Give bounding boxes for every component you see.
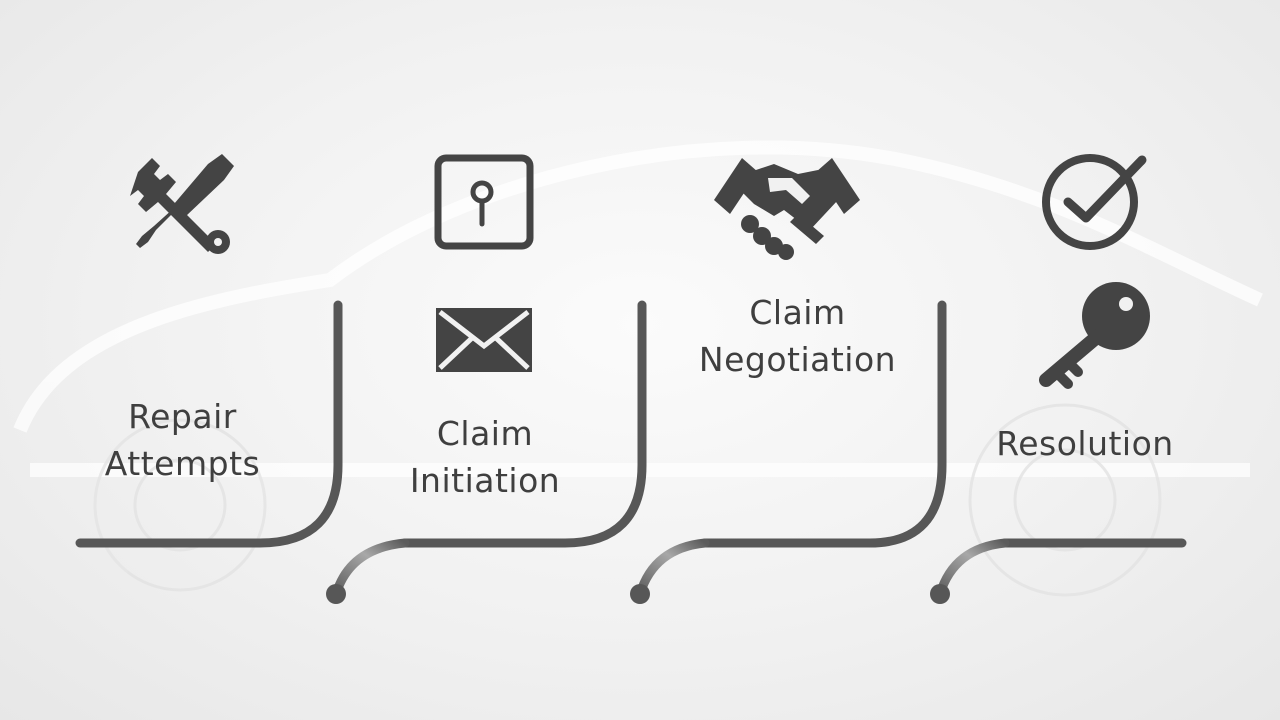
node-resolution xyxy=(930,584,950,604)
stage-label-claim-negotiation: Claim Negotiation xyxy=(698,293,897,379)
handshake-icon xyxy=(714,158,860,260)
connector-initiation xyxy=(400,300,647,548)
wrench-screwdriver-icon xyxy=(130,154,234,254)
lead-in-initiation xyxy=(331,538,410,599)
stage-label-repair-attempts: Repair Attempts xyxy=(104,397,261,483)
check-circle-icon xyxy=(1042,154,1147,250)
envelope-icon xyxy=(436,308,532,372)
stage-label-resolution: Resolution xyxy=(996,424,1174,463)
connector-negotiation xyxy=(700,300,947,548)
stage-label-claim-initiation: Claim Initiation xyxy=(409,414,561,500)
lead-in-resolution xyxy=(935,538,1010,599)
node-negotiation xyxy=(630,584,650,604)
node-initiation xyxy=(326,584,346,604)
key-icon xyxy=(1039,282,1150,389)
connector-repair xyxy=(75,300,343,548)
lead-in-negotiation xyxy=(635,538,710,599)
document-frame-icon xyxy=(434,154,534,250)
